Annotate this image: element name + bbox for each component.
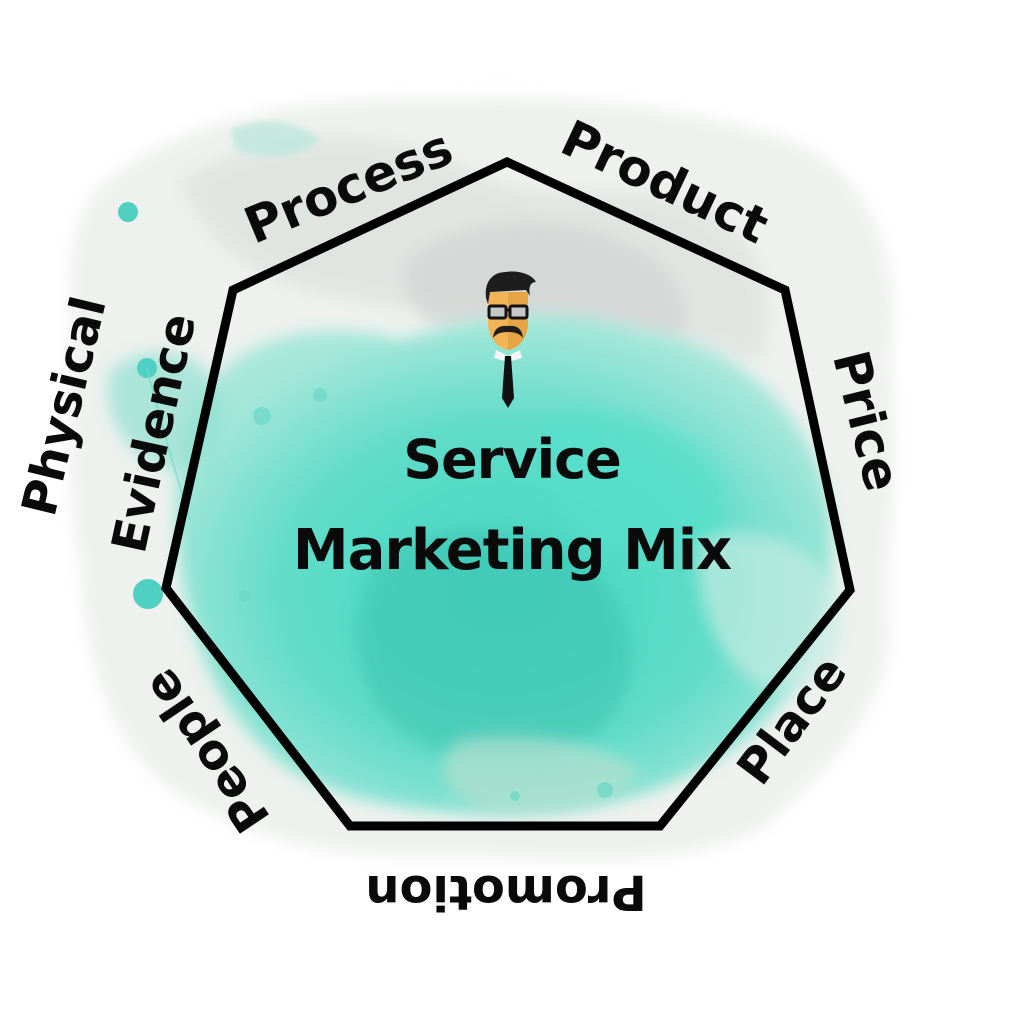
heptagon-outline xyxy=(161,157,855,831)
businessman-avatar-icon xyxy=(485,271,536,408)
center-title-line1: Service xyxy=(403,428,622,491)
watercolor-background xyxy=(69,97,895,860)
center-title-line2: Marketing Mix xyxy=(292,518,732,583)
label-promotion: Promotion xyxy=(365,864,646,920)
